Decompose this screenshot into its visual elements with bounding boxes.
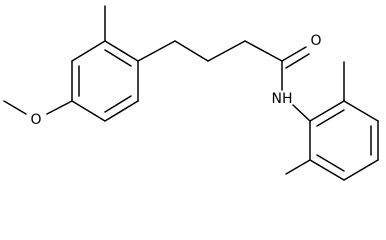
carbonyl-oxygen-label: O xyxy=(310,33,321,49)
ring-b-double-1 xyxy=(316,109,345,127)
ring-a-double-1 xyxy=(104,49,132,67)
ring-b-bond-4 xyxy=(343,159,379,181)
right-benzene-ring xyxy=(309,100,379,181)
ring-a-bond-4 xyxy=(71,100,106,122)
ring-a-bond-5 xyxy=(104,100,139,122)
methoxy-methyl-bond xyxy=(3,100,27,115)
chain-bond-1 xyxy=(137,40,176,62)
ring-b-bond-5 xyxy=(309,159,345,181)
ring-a-bond-2 xyxy=(71,40,106,62)
nitrogen-aryl-bond xyxy=(292,104,311,122)
right-ring-methyl-bottom-bond xyxy=(285,159,311,175)
ring-a-double-3 xyxy=(104,95,132,113)
chain-bond-4 xyxy=(244,40,283,62)
carbonyl-bond-inner xyxy=(285,53,310,69)
left-benzene-ring xyxy=(71,40,139,122)
amide-nitrogen-label: NH xyxy=(272,91,293,107)
ring-b-double-3 xyxy=(316,154,345,172)
chemical-structure: O NH O xyxy=(3,5,379,181)
ring-a-bond-1 xyxy=(104,40,139,62)
chain-bond-2 xyxy=(174,40,209,62)
methoxy-oxygen-label: O xyxy=(30,112,41,128)
chain-bond-3 xyxy=(207,40,246,62)
methoxy-ring-bond xyxy=(46,100,73,115)
carbonyl-bond-outer xyxy=(281,46,307,62)
ring-b-bond-1 xyxy=(309,100,345,122)
ring-b-bond-2 xyxy=(343,100,379,122)
